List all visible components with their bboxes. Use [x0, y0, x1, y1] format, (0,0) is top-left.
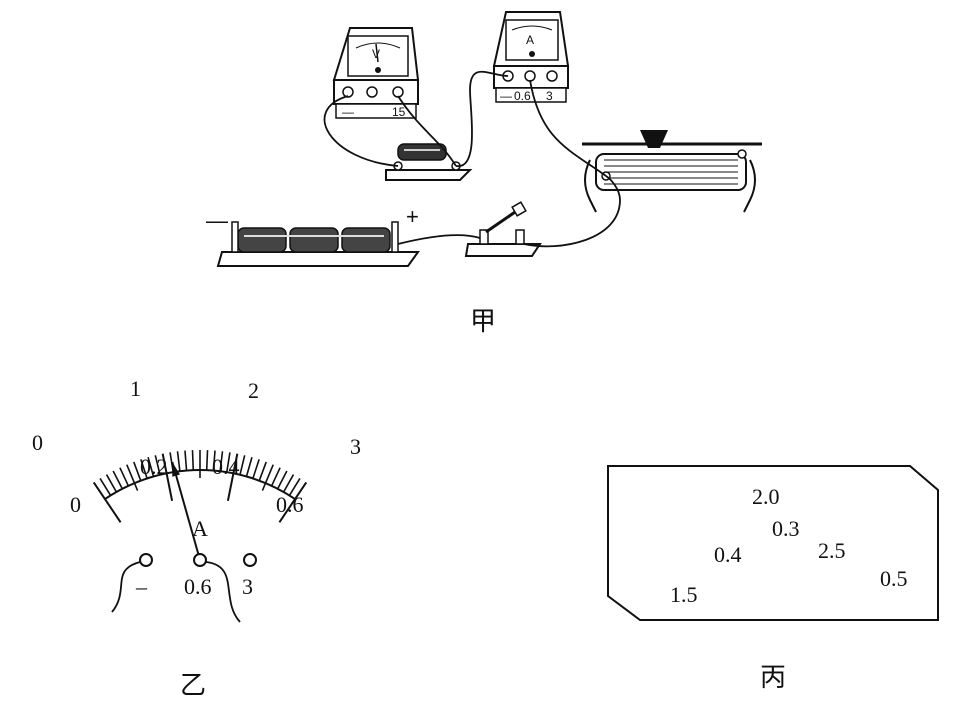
voltmeter: V — 15: [332, 27, 420, 119]
card-value-1-5: 1.5: [670, 582, 698, 607]
inner-scale-0-2: 0.2: [140, 454, 168, 479]
inner-scale-0-6: 0.6: [276, 492, 304, 517]
battery-plus-sign: +: [406, 204, 419, 229]
scale-tick: [282, 474, 295, 493]
circuit-wires: [323, 70, 621, 248]
number-card: [607, 465, 939, 621]
rheostat-coil: [604, 159, 738, 185]
scale-tick: [258, 461, 267, 481]
terminal-3-label: 3: [242, 574, 253, 599]
scale-tick: [112, 470, 124, 490]
scale-tick: [92, 481, 122, 523]
card-value-0-3: 0.3: [772, 516, 800, 541]
terminal-minus-label: –: [135, 574, 148, 599]
scale-tick: [176, 451, 181, 472]
scale-tick: [270, 467, 281, 487]
scale-tick: [245, 457, 253, 477]
terminal-minus: [139, 553, 153, 567]
scale-tick: [161, 453, 174, 501]
scale-tick: [133, 461, 142, 481]
terminal-0-6-label: 0.6: [184, 574, 212, 599]
battery-minus-sign: —: [206, 208, 228, 233]
meter-needle-tip: [172, 462, 180, 477]
card-value-0-4: 0.4: [714, 542, 742, 567]
fixed-resistor: [385, 143, 473, 181]
scale-tick: [99, 477, 112, 496]
outer-scale-labels: 0 1 2 3: [32, 376, 361, 459]
battery-pack: — +: [206, 204, 420, 267]
scale-tick: [147, 457, 155, 477]
figure-yi: 0 1 2 3 0 0.2 0.4 0.6 A – 0.6 3 乙: [32, 376, 361, 701]
card-value-0-5: 0.5: [880, 566, 908, 591]
scale-tick: [126, 464, 139, 491]
inner-scale-labels: 0 0.2 0.4 0.6: [70, 454, 304, 517]
sliding-rheostat: [582, 130, 762, 213]
meter-needle: [171, 461, 201, 561]
inner-scale-0-4: 0.4: [212, 454, 240, 479]
scale-tick: [119, 467, 130, 487]
voltmeter-terminal-minus: —: [342, 105, 354, 119]
scale-tick: [184, 450, 188, 471]
caption-jia: 甲: [470, 307, 496, 337]
ammeter-terminal-minus: —: [500, 89, 512, 103]
scale-tick: [205, 450, 209, 471]
scale-tick: [239, 455, 246, 475]
meter-symbol: A: [192, 516, 208, 541]
scale-tick: [105, 474, 118, 493]
caption-bing: 丙: [760, 663, 786, 693]
figure-jia: V — 15 A — 0.6 3: [206, 11, 762, 337]
scale-tick: [212, 450, 216, 471]
scale-arc: [104, 469, 296, 500]
scale-tick: [261, 464, 274, 491]
scale-tick: [252, 459, 260, 479]
scale-tick: [154, 455, 161, 475]
scale-tick: [226, 453, 239, 501]
figure-bing: 2.0 0.3 0.4 2.5 0.5 1.5 丙: [607, 465, 939, 693]
outer-scale-1: 1: [130, 376, 141, 401]
ammeter-symbol: A: [526, 33, 534, 47]
voltmeter-terminal-15: 15: [392, 105, 406, 119]
outer-scale-0: 0: [32, 430, 43, 455]
lead-wire-minus: [111, 561, 141, 613]
scale-tick: [288, 477, 301, 496]
scale-tick: [140, 459, 148, 479]
scale-tick: [191, 450, 195, 471]
scale-tick: [276, 470, 288, 490]
ammeter-terminal-3: 3: [546, 89, 553, 103]
lead-wire-0-6: [205, 561, 241, 623]
scale-tick: [278, 481, 308, 523]
inner-scale-0: 0: [70, 492, 81, 517]
terminal-0-6: [193, 553, 207, 567]
meter-scale-ticks: [92, 450, 308, 523]
ammeter-terminal-06: 0.6: [514, 89, 531, 103]
card-value-2-5: 2.5: [818, 538, 846, 563]
caption-yi: 乙: [180, 671, 206, 701]
card-value-2-0: 2.0: [752, 484, 780, 509]
scale-tick: [219, 451, 224, 472]
outer-scale-2: 2: [248, 378, 259, 403]
scale-tick: [225, 452, 231, 473]
terminal-3: [243, 553, 257, 567]
outer-scale-3: 3: [350, 434, 361, 459]
voltmeter-symbol: V: [372, 47, 380, 61]
knife-switch: [464, 201, 542, 257]
